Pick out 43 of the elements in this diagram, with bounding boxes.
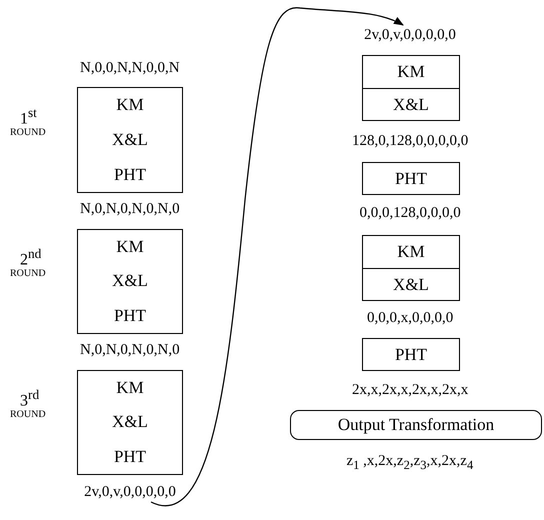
round-label: ROUND	[10, 268, 46, 279]
round-number: 2$^{nd}$	[20, 246, 42, 269]
value-sequence: 0,0,0,128,0,0,0,0	[360, 205, 461, 222]
value-sequence: 128,0,128,0,0,0,0,0	[352, 133, 468, 150]
block-label: PHT	[394, 168, 428, 188]
value-sequence: N,0,N,0,N,0,N,0	[80, 342, 180, 359]
value-sequence: N,0,N,0,N,0,N,0	[80, 201, 180, 218]
process-box	[77, 370, 183, 475]
block-label: X&L	[393, 274, 429, 294]
rounded-box	[290, 410, 542, 440]
block-label: PHT	[114, 164, 146, 185]
block-label: KM	[397, 242, 425, 262]
block-label: KM	[116, 378, 144, 398]
curved-arrow	[150, 7, 404, 506]
block-label: KM	[116, 95, 144, 116]
round-label: ROUND	[10, 127, 46, 138]
process-box	[77, 87, 183, 193]
value-sequence: 0,0,0,x,0,0,0,0	[367, 310, 454, 327]
block-label: X&L	[393, 94, 429, 114]
round-label: ROUND	[10, 409, 46, 420]
block-label: PHT	[114, 306, 146, 326]
value-sequence: 2x,x,2x,x,2x,x,2x,x	[352, 382, 468, 399]
block-label: KM	[397, 62, 425, 82]
block-label: PHT	[114, 446, 146, 467]
process-box	[362, 88, 460, 121]
process-box	[362, 235, 460, 269]
process-box	[77, 229, 183, 334]
block-label: X&L	[112, 412, 148, 432]
sequence-label: 2v,0,v,0,0,0,0,0	[60, 482, 200, 502]
process-box	[362, 162, 460, 195]
value-sequence: N,0,0,N,N,0,0,N	[80, 60, 180, 77]
round-number: 3$^{rd}$	[20, 387, 40, 410]
value-sequence: z$_{1}$ ,x,2x,z$_{2}$,z$_{3}$,x,2x,z$_{4}$	[346, 453, 474, 473]
process-box	[362, 55, 460, 89]
process-box	[362, 268, 460, 301]
block-label: X&L	[112, 271, 148, 292]
process-box	[362, 338, 460, 371]
block-label: Output Transformation	[338, 415, 494, 435]
block-label: KM	[116, 237, 144, 258]
sequence-label: 2v,0,v,0,0,0,0,0	[340, 25, 480, 45]
block-label: PHT	[394, 344, 428, 364]
block-label: X&L	[112, 130, 148, 150]
round-number: 1$^{st}$	[20, 105, 37, 128]
